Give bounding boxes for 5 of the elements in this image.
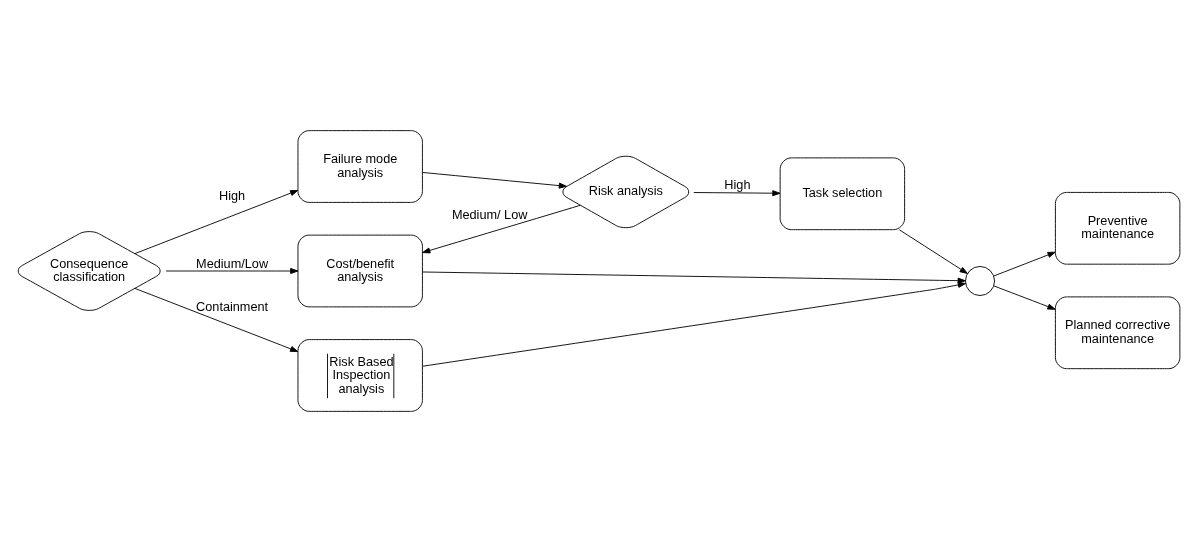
edge-label: Containment [196, 299, 269, 315]
edge-label: Medium/Low [196, 255, 269, 271]
edge-label: High [219, 188, 246, 204]
edge-label: High [724, 177, 751, 193]
edge-label: Medium/ Low [451, 207, 528, 223]
